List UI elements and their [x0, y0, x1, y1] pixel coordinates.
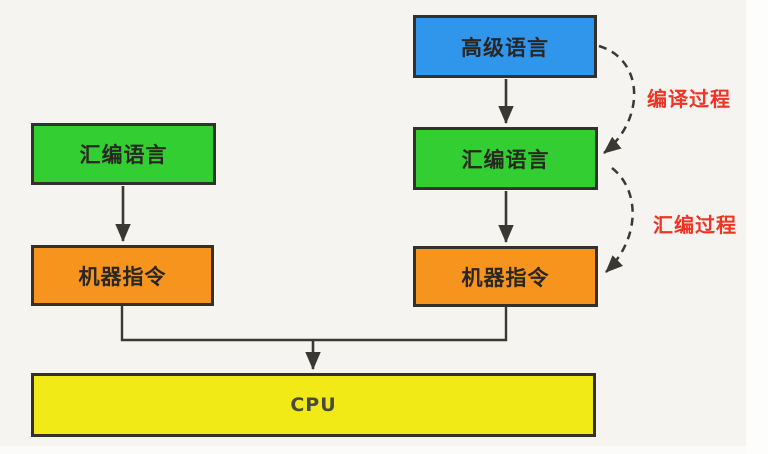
background-bottom-strip	[0, 446, 746, 454]
node-cpu-label: CPU	[290, 394, 337, 416]
node-high-level-language: 高级语言	[413, 15, 597, 78]
node-machine-instructions-left-label: 机器指令	[78, 264, 167, 289]
node-assembly-language-right-label: 汇编语言	[461, 147, 550, 172]
annotation-assemble-process: 汇编过程	[653, 213, 737, 237]
node-assembly-language-left: 汇编语言	[31, 123, 216, 185]
node-machine-instructions-right: 机器指令	[413, 246, 598, 307]
node-machine-instructions-left: 机器指令	[31, 245, 214, 306]
node-high-level-language-label: 高级语言	[461, 35, 549, 60]
annotation-compile-process: 编译过程	[647, 87, 731, 111]
background-right-strip	[746, 0, 768, 454]
node-assembly-language-right: 汇编语言	[413, 127, 598, 190]
bus-connector	[120, 306, 508, 342]
node-cpu: CPU	[31, 373, 596, 437]
arc-assemble-process	[605, 167, 634, 273]
node-machine-instructions-right-label: 机器指令	[461, 265, 550, 290]
arc-compile-process	[598, 44, 636, 154]
node-assembly-language-left-label: 汇编语言	[79, 143, 168, 167]
